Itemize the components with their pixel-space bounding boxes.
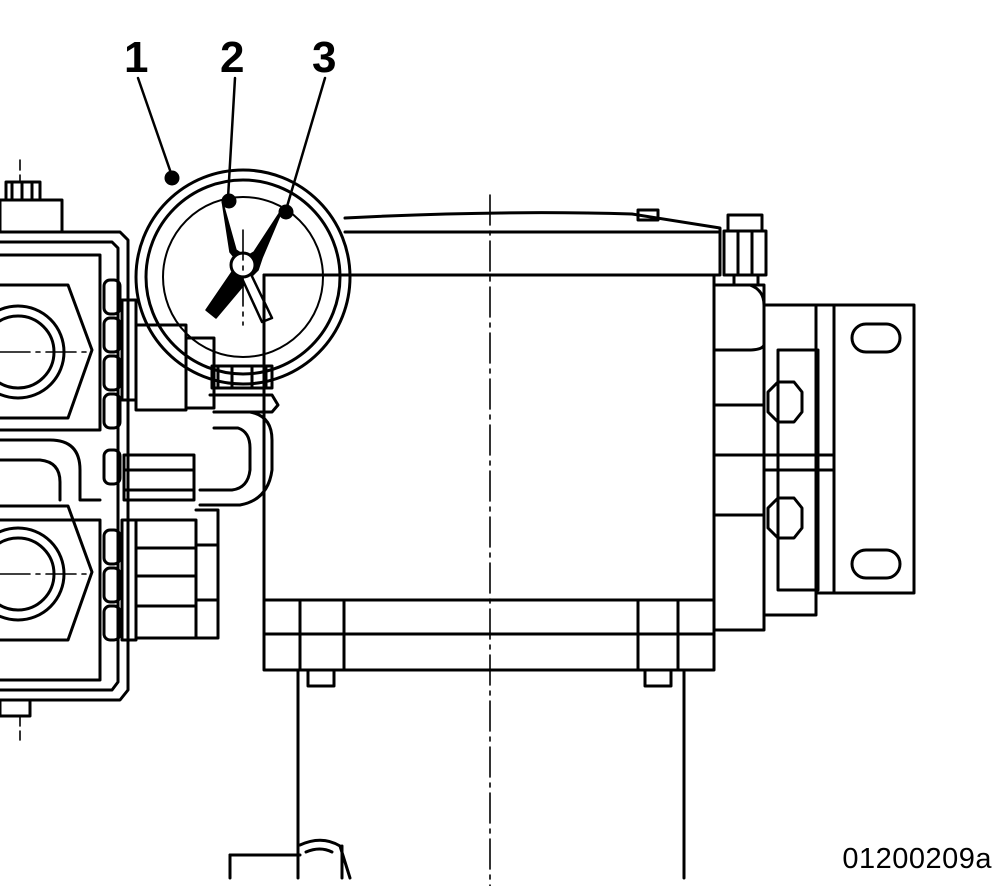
gauge-needles — [205, 199, 285, 324]
pressure-gauge — [134, 168, 352, 390]
leader-dot-1 — [164, 170, 180, 186]
leader-lines — [136, 76, 327, 212]
callout-1: 1 — [124, 33, 148, 82]
leader-dot-2 — [221, 193, 237, 209]
centerlines — [0, 194, 491, 886]
pump-body — [228, 208, 722, 880]
top-right-bolt — [722, 213, 768, 287]
callout-3: 3 — [312, 33, 336, 82]
leader-dot-3 — [278, 204, 294, 220]
figure-code: 01200209a — [842, 843, 992, 875]
callout-2: 2 — [220, 33, 244, 82]
mounting-flange — [712, 283, 916, 632]
connector-washers — [102, 278, 138, 642]
